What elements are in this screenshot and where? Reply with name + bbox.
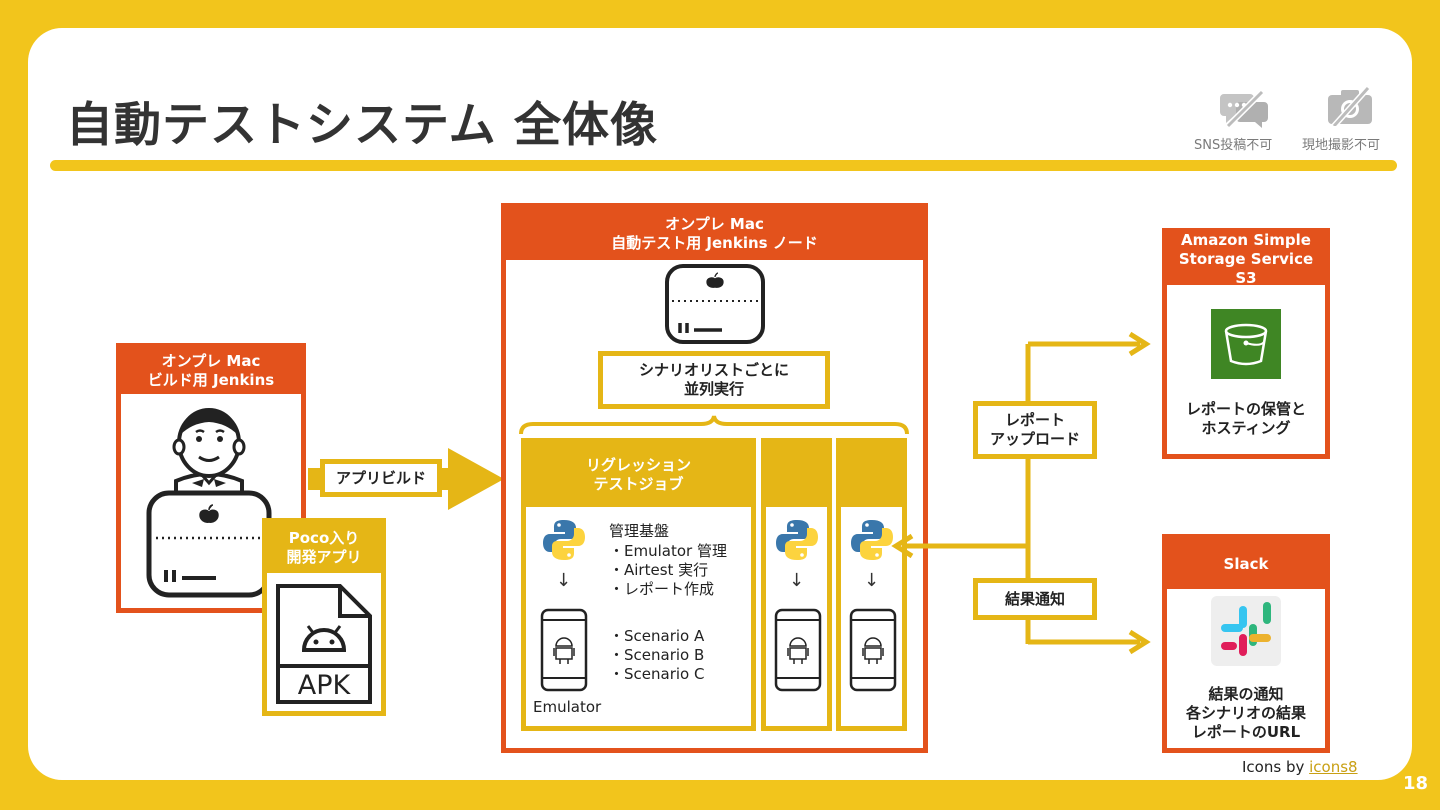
android-phone-icon	[540, 608, 588, 692]
notify-box: 結果通知	[973, 578, 1097, 620]
report-upload-line-2: アップロード	[989, 430, 1080, 448]
s3-description: レポートの保管と ホスティング	[1167, 400, 1325, 438]
notice-no-camera: 現地撮影不可	[1302, 138, 1381, 153]
apk-label: APK	[297, 670, 351, 701]
s3-bucket-icon	[1211, 309, 1281, 379]
slack-desc-line-2: 各シナリオの結果	[1185, 704, 1306, 722]
poco-app-title-2: 開発アプリ	[286, 548, 362, 566]
test-node-header: オンプレ Mac 自動テスト用 Jenkins ノード	[506, 208, 923, 260]
parallel-exec-line-2: 並列実行	[683, 380, 744, 398]
scenario-item: ・Scenario B	[609, 646, 705, 664]
mgmt-item: ・Airtest 実行	[609, 561, 709, 579]
page-number: 18	[1402, 773, 1428, 794]
app-build-label-box: アプリビルド	[320, 459, 442, 497]
slack-description: 結果の通知 各シナリオの結果 レポートのURL	[1167, 685, 1325, 742]
android-phone-icon	[774, 608, 822, 692]
mgmt-title: 管理基盤	[609, 522, 670, 540]
icons8-link[interactable]: icons8	[1309, 758, 1358, 776]
s3-title-2: Storage Service S3	[1178, 249, 1314, 287]
s3-desc-line-2: ホスティング	[1201, 419, 1291, 437]
report-upload-box: レポート アップロード	[973, 401, 1097, 459]
no-sns-icon	[1218, 88, 1270, 129]
notice-no-sns: SNS投稿不可	[1194, 138, 1273, 153]
slack-desc-line-3: レポートのURL	[1191, 723, 1301, 741]
scenario-item: ・Scenario C	[609, 665, 705, 683]
down-arrow-icon: ↓	[864, 570, 880, 591]
build-node-title-1: オンプレ Mac	[161, 352, 261, 370]
slack-title: Slack	[1223, 554, 1269, 573]
no-camera-icon	[1326, 85, 1374, 129]
build-node-title-2: ビルド用 Jenkins	[147, 371, 275, 389]
mac-mini-icon	[146, 490, 272, 598]
slack-header: Slack	[1167, 539, 1325, 589]
poco-app-title-1: Poco入り	[288, 529, 360, 547]
build-node-header: オンプレ Mac ビルド用 Jenkins	[121, 348, 301, 394]
regression-job-title-2: テストジョブ	[593, 475, 684, 493]
regression-job-title-1: リグレッション	[585, 456, 691, 474]
s3-title-1: Amazon Simple	[1181, 230, 1311, 249]
python-icon	[775, 518, 819, 562]
s3-desc-line-1: レポートの保管と	[1185, 400, 1306, 418]
python-icon	[850, 518, 894, 562]
test-node-title-1: オンプレ Mac	[665, 215, 764, 233]
scenario-item: ・Scenario A	[609, 627, 705, 645]
app-build-label: アプリビルド	[335, 468, 426, 487]
mgmt-item: ・Emulator 管理	[609, 542, 727, 560]
apk-file-icon	[274, 582, 374, 706]
down-arrow-icon: ↓	[789, 570, 805, 591]
jenkins-icon	[166, 405, 252, 499]
notify-label: 結果通知	[1004, 589, 1065, 608]
down-arrow-icon: ↓	[556, 570, 572, 591]
android-phone-icon	[849, 608, 897, 692]
parallel-job-header-3	[841, 443, 902, 507]
parallel-job-header-2	[766, 443, 827, 507]
parallel-brace	[518, 414, 910, 436]
slide-title: 自動テストシステム 全体像	[66, 98, 658, 153]
icons-credit-prefix: Icons by	[1242, 758, 1310, 776]
slack-desc-line-1: 結果の通知	[1208, 685, 1284, 703]
report-upload-line-1: レポート	[1004, 411, 1065, 429]
slack-logo-icon	[1211, 596, 1281, 666]
icons-credit: Icons by icons8	[1242, 758, 1358, 776]
title-underline	[50, 160, 1397, 171]
mgmt-item: ・レポート作成	[609, 580, 715, 598]
test-node-title-2: 自動テスト用 Jenkins ノード	[611, 234, 818, 252]
mac-mini-icon	[664, 263, 766, 345]
emulator-label: Emulator	[533, 698, 602, 716]
poco-app-header: Poco入り 開発アプリ	[267, 523, 381, 573]
parallel-exec-box: シナリオリストごとに 並列実行	[598, 351, 830, 409]
regression-job-header: リグレッション テストジョブ	[526, 443, 751, 507]
python-icon	[542, 518, 586, 562]
s3-header: Amazon Simple Storage Service S3	[1167, 230, 1325, 287]
parallel-exec-line-1: シナリオリストごとに	[638, 361, 789, 379]
